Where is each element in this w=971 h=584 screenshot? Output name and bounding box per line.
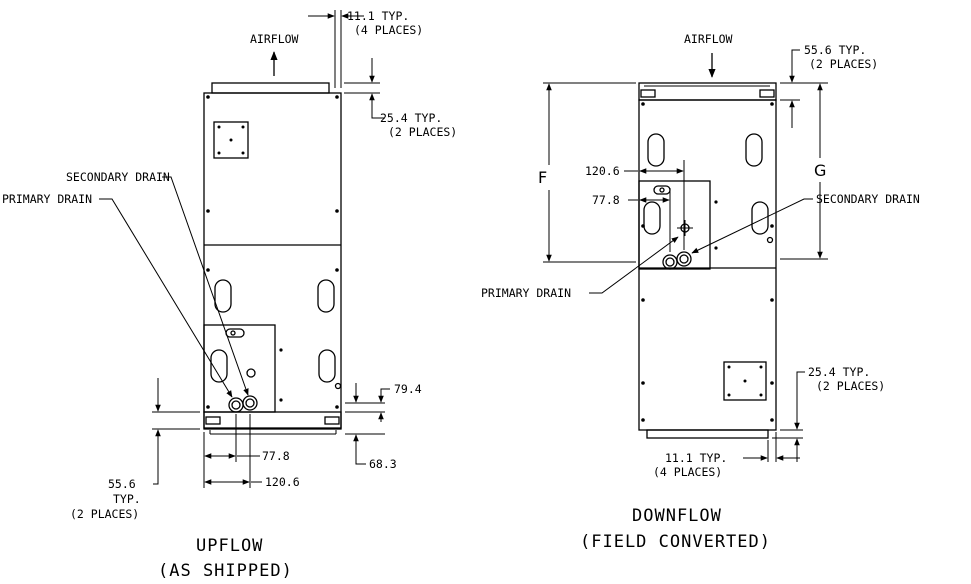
upflow-slot-right-bottom: [318, 349, 336, 383]
downflow-dim-1206: 120.6: [585, 164, 620, 178]
downflow-drain-panel: [638, 180, 711, 270]
upflow-primary-drain-fitting: [228, 397, 244, 413]
upflow-drain-panel: [203, 324, 276, 413]
downflow-secondary-drain-label: SECONDARY DRAIN: [816, 192, 920, 206]
upflow-dim-top-line2: (4 PLACES): [354, 23, 423, 37]
downflow-slot-right-top: [745, 133, 763, 167]
upflow-primary-drain-leader: [99, 198, 233, 398]
upflow-secondary-drain-label: SECONDARY DRAIN: [66, 170, 170, 184]
downflow-bottom-rail: [646, 429, 769, 439]
downflow-dim-778: 77.8: [592, 193, 620, 207]
upflow-dim-top-line1: 11.1 TYP.: [347, 9, 409, 23]
downflow-secondary-drain-leader: [691, 198, 813, 254]
upflow-secondary-drain-leader: [162, 176, 249, 396]
upflow-primary-drain-label: PRIMARY DRAIN: [2, 192, 92, 206]
downflow-dim-top-line1: 55.6 TYP.: [804, 43, 866, 57]
upflow-view: AIRFLOW 11.1 TYP. (4 PLACES) 25.4 TYP. (…: [2, 9, 457, 581]
downflow-primary-drain-leader: [589, 236, 679, 294]
upflow-title: UPFLOW: [196, 536, 263, 556]
upflow-dim-683: 68.3: [369, 457, 397, 471]
downflow-dim-g: G: [814, 161, 826, 180]
upflow-slot-left-bottom: [210, 349, 228, 383]
upflow-dim-556-line2: TYP.: [113, 492, 141, 506]
upflow-subtitle: (AS SHIPPED): [158, 561, 293, 581]
downflow-slot-right-bottom: [751, 201, 769, 235]
upflow-base: [203, 411, 342, 430]
upflow-access-panel: [213, 121, 249, 159]
downflow-dim-side-line1: 25.4 TYP.: [808, 365, 870, 379]
downflow-airflow-label: AIRFLOW: [684, 32, 733, 46]
downflow-primary-drain-fitting: [662, 254, 678, 270]
downflow-view: AIRFLOW 55.6 TYP. (2 PLACES) F G 120.6 7…: [481, 32, 920, 552]
downflow-secondary-drain-fitting: [676, 251, 692, 267]
downflow-access-panel: [723, 361, 767, 401]
upflow-dim-556-line1: 55.6: [108, 477, 136, 491]
upflow-dim-778: 77.8: [262, 449, 290, 463]
upflow-top-rail: [211, 82, 330, 94]
downflow-dim-side-line2: (2 PLACES): [816, 379, 885, 393]
downflow-subtitle: (FIELD CONVERTED): [580, 532, 771, 552]
downflow-slot-left-top: [647, 133, 665, 167]
downflow-dim-bot-line1: 11.1 TYP.: [665, 451, 727, 465]
upflow-secondary-drain-fitting: [242, 395, 258, 411]
upflow-airflow-label: AIRFLOW: [250, 32, 299, 46]
upflow-dim-794: 79.4: [394, 382, 422, 396]
upflow-cabinet: [203, 92, 342, 429]
upflow-slot-right-top: [317, 279, 335, 313]
upflow-slot-left-top: [214, 279, 232, 313]
downflow-title: DOWNFLOW: [632, 506, 722, 526]
downflow-dim-f: F: [538, 168, 547, 187]
upflow-dim-1206: 120.6: [265, 475, 300, 489]
upflow-dim-side-line1: 25.4 TYP.: [380, 111, 442, 125]
upflow-dim-side-line2: (2 PLACES): [388, 125, 457, 139]
downflow-dim-top-line2: (2 PLACES): [809, 57, 878, 71]
downflow-primary-drain-label: PRIMARY DRAIN: [481, 286, 571, 300]
upflow-dim-556-line3: (2 PLACES): [70, 507, 139, 521]
downflow-dim-bot-line2: (4 PLACES): [653, 465, 722, 479]
downflow-cabinet: [638, 99, 777, 431]
downflow-slot-left-bottom: [643, 201, 661, 235]
